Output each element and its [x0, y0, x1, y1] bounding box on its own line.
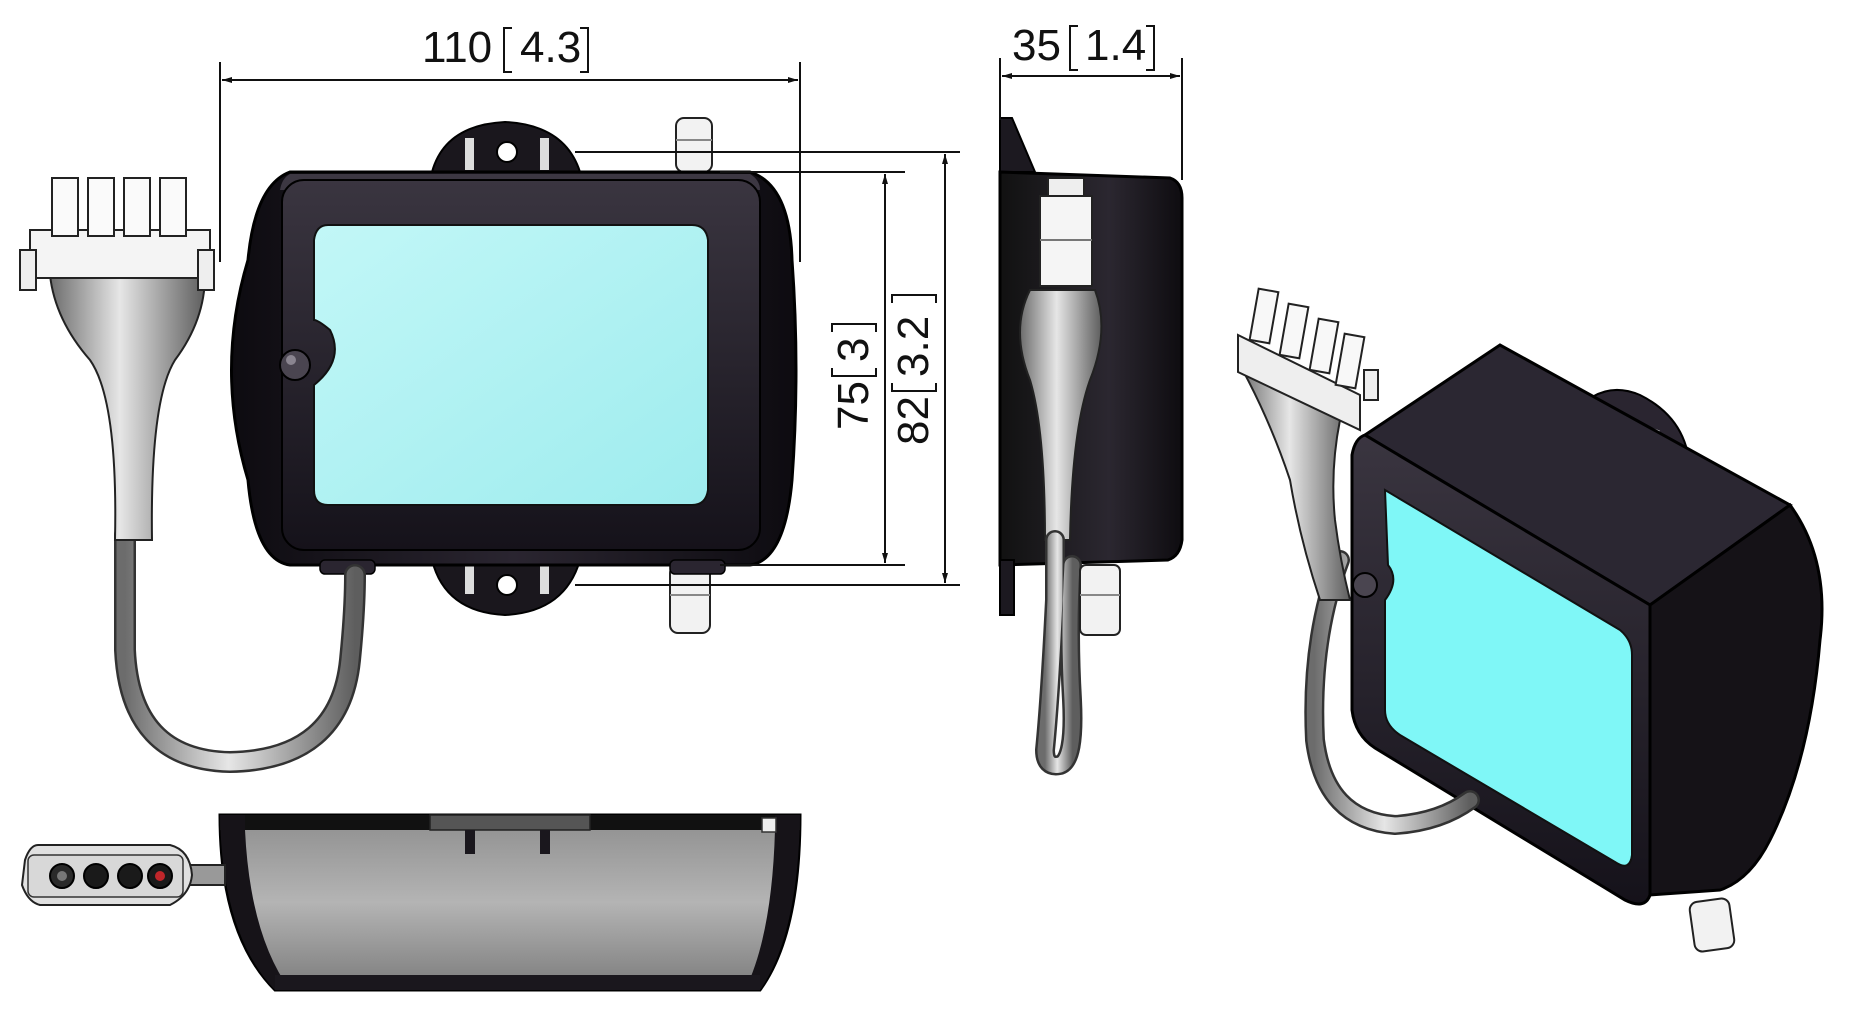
iso-pressure-port: [1688, 897, 1736, 953]
connector-red-pin: [155, 871, 165, 881]
front-view: [19, 117, 798, 774]
depth-inch-value: 1.4: [1085, 21, 1146, 70]
connector-pin: [83, 863, 109, 889]
cable-boot: [48, 274, 207, 541]
width-dimension: 110 4.3: [219, 23, 801, 262]
bottom-tab-edge: [429, 814, 591, 831]
iso-side-face: [1648, 502, 1824, 897]
tab-slot: [540, 138, 549, 170]
width-value: 110: [422, 23, 492, 72]
bottom-housing: [218, 813, 802, 992]
bottom-pressure-port: [669, 564, 711, 634]
side-view: [998, 117, 1184, 776]
side-cable-boot: [1019, 289, 1103, 541]
side-cable: [1037, 532, 1080, 773]
width-inch-value: 4.3: [520, 23, 581, 72]
bottom-tab-pin: [465, 830, 475, 854]
indicator-button: [279, 349, 311, 381]
bottom-view: [20, 813, 802, 992]
iso-indicator-button: [1352, 572, 1378, 598]
bottom-tab-pin: [540, 830, 550, 854]
iso-cable: [1306, 552, 1478, 833]
depth-value: 35: [1012, 21, 1061, 70]
tab-slot: [465, 562, 474, 594]
iso-display-window: [1383, 488, 1633, 867]
front-connector: [19, 177, 215, 291]
bracket-open: [503, 27, 512, 73]
isometric-view: [1237, 287, 1824, 953]
inner-height-inch-value: 3: [829, 338, 878, 362]
depth-dimension: 35 1.4: [999, 21, 1183, 180]
side-pressure-port: [1079, 564, 1121, 636]
mounting-hole: [496, 574, 518, 596]
outer-height-value: 82: [889, 396, 938, 445]
bracket-close: [580, 27, 589, 73]
top-pressure-port: [675, 117, 713, 173]
mounting-hole: [496, 141, 518, 163]
inner-height-value: 75: [829, 381, 878, 430]
connector-pin: [117, 863, 143, 889]
tab-slot: [540, 562, 549, 594]
display-window: [313, 224, 709, 506]
iso-cable-boot: [1237, 362, 1352, 601]
outer-height-inch-value: 3.2: [889, 316, 938, 377]
height-dimensions: 75 3 82 3.2: [575, 151, 960, 586]
tab-slot: [465, 138, 474, 170]
iso-connector: [1237, 287, 1379, 432]
side-mounting-tab: [999, 117, 1037, 173]
